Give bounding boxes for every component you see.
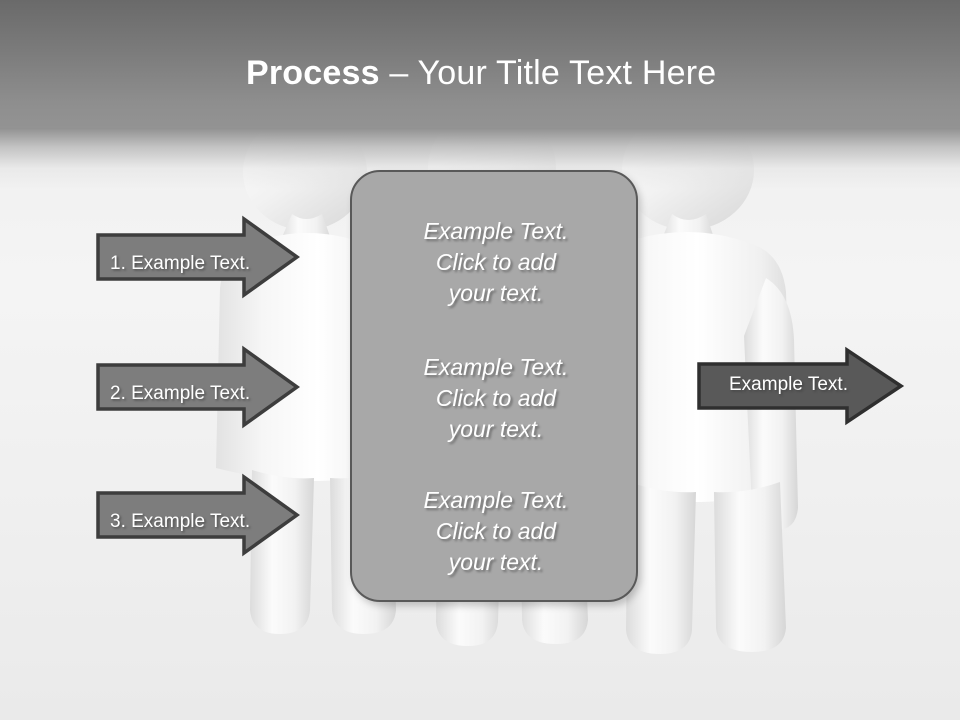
panel-text-line: Example Text. (423, 354, 569, 380)
process-output-arrow[interactable]: Example Text. (697, 346, 905, 426)
panel-text-line: Example Text. (423, 218, 569, 244)
panel-text-line: Click to add (435, 518, 557, 544)
panel-text-block-1[interactable]: Example Text. Click to add your text. (352, 216, 640, 309)
arrow-right-icon (96, 215, 301, 299)
panel-text-line: your text. (448, 280, 544, 306)
arrow-right-icon (697, 346, 905, 426)
page-title: Process – Your Title Text Here (246, 52, 716, 94)
panel-text-block-2[interactable]: Example Text. Click to add your text. (352, 352, 640, 445)
process-arrow-3[interactable]: 3. Example Text. (96, 473, 301, 557)
process-arrow-1-label: 1. Example Text. (110, 253, 251, 274)
process-arrow-1[interactable]: 1. Example Text. (96, 215, 301, 299)
panel-text-line: Example Text. (423, 487, 569, 513)
header-band (0, 0, 960, 128)
page-title-strong: Process (246, 54, 380, 92)
process-arrow-3-label: 3. Example Text. (110, 511, 251, 532)
panel-text-line: your text. (448, 416, 544, 442)
panel-text-line: your text. (448, 549, 544, 575)
panel-text-line: Click to add (435, 249, 557, 275)
process-arrow-2[interactable]: 2. Example Text. (96, 345, 301, 429)
process-arrow-2-label: 2. Example Text. (110, 383, 251, 404)
arrow-right-icon (96, 345, 301, 429)
center-content-panel[interactable]: Example Text. Click to add your text. Ex… (350, 170, 638, 602)
arrow-right-icon (96, 473, 301, 557)
page-title-rest: – Your Title Text Here (379, 54, 717, 92)
process-output-arrow-label: Example Text. (729, 374, 848, 395)
panel-text-line: Click to add (435, 385, 557, 411)
panel-text-block-3[interactable]: Example Text. Click to add your text. (352, 485, 640, 578)
